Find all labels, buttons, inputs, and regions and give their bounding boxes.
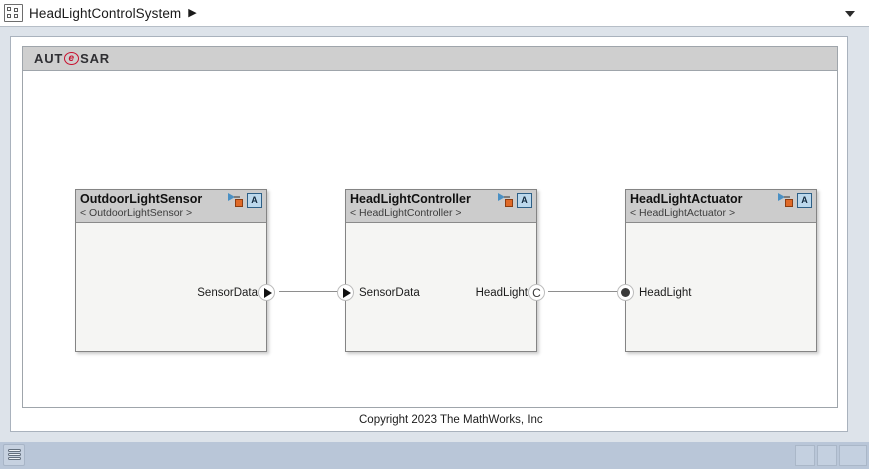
layers-stack-button[interactable]: [3, 444, 25, 466]
model-canvas[interactable]: AUT e SAR OutdoorLightSensor < OutdoorLi…: [10, 36, 848, 432]
component-head-light-actuator[interactable]: HeadLightActuator < HeadLightActuator > …: [617, 189, 817, 352]
port-label: HeadLight: [475, 286, 528, 299]
client-port-icon: C: [528, 284, 545, 301]
copyright-annotation: Copyright 2023 The MathWorks, Inc: [359, 414, 543, 426]
status-bar-cells: [795, 445, 867, 466]
sender-port-icon: [258, 284, 275, 301]
editor-frame: AUT e SAR OutdoorLightSensor < OutdoorLi…: [0, 27, 869, 442]
connection-headlight[interactable]: [548, 291, 618, 292]
port-headlightcontroller-sensordata[interactable]: SensorData: [337, 284, 420, 301]
breadcrumb-model-name[interactable]: HeadLightControlSystem: [29, 5, 182, 21]
breadcrumb-bar: HeadLightControlSystem ▶: [0, 0, 869, 27]
component-title: OutdoorLightSensor: [80, 192, 203, 206]
component-title: HeadLightActuator: [630, 192, 743, 206]
port-outdoorlightsensor-sensordata[interactable]: SensorData: [197, 284, 275, 301]
port-connector-icon: [778, 193, 794, 209]
port-label: HeadLight: [639, 286, 692, 299]
port-headlightcontroller-headlight[interactable]: HeadLight C: [476, 284, 545, 301]
status-bar: [0, 442, 869, 469]
status-cell: [839, 445, 867, 466]
breadcrumb-arrow-icon[interactable]: ▶: [188, 6, 197, 19]
receiver-port-icon: [337, 284, 354, 301]
component-subtitle: < HeadLightController >: [350, 207, 462, 219]
component-head-light-controller[interactable]: HeadLightController < HeadLightControlle…: [337, 189, 545, 352]
autosar-logo-part2: SAR: [80, 51, 110, 66]
component-subtitle: < HeadLightActuator >: [630, 207, 736, 219]
port-label: SensorData: [359, 286, 420, 299]
port-label: SensorData: [197, 286, 258, 299]
autosar-logo: AUT e SAR: [34, 51, 110, 66]
port-connector-icon: [228, 193, 244, 209]
component-subtitle: < OutdoorLightSensor >: [80, 207, 193, 219]
server-port-icon: [617, 284, 634, 301]
autosar-architecture-header: AUT e SAR: [23, 47, 837, 71]
layers-stack-icon: [7, 448, 21, 462]
component-badges: A: [498, 193, 532, 209]
component-header: HeadLightController < HeadLightControlle…: [346, 190, 536, 223]
connection-sensordata[interactable]: [279, 291, 349, 292]
component-badges: A: [778, 193, 812, 209]
component-title: HeadLightController: [350, 192, 471, 206]
autosar-component-icon: A: [797, 193, 812, 208]
component-header: HeadLightActuator < HeadLightActuator > …: [626, 190, 816, 223]
status-cell: [817, 445, 837, 466]
component-outdoor-light-sensor[interactable]: OutdoorLightSensor < OutdoorLightSensor …: [75, 189, 275, 352]
autosar-logo-ring: e: [64, 52, 80, 65]
autosar-architecture-container[interactable]: AUT e SAR OutdoorLightSensor < OutdoorLi…: [22, 46, 838, 426]
chevron-down-icon: [845, 10, 855, 17]
model-block-icon: [4, 4, 23, 22]
autosar-logo-part1: AUT: [34, 51, 64, 66]
autosar-component-icon: A: [247, 193, 262, 208]
autosar-component-icon: A: [517, 193, 532, 208]
status-cell: [795, 445, 815, 466]
component-badges: A: [228, 193, 262, 209]
breadcrumb-dropdown-button[interactable]: [839, 0, 861, 27]
port-connector-icon: [498, 193, 514, 209]
port-headlightactuator-headlight[interactable]: HeadLight: [617, 284, 691, 301]
component-header: OutdoorLightSensor < OutdoorLightSensor …: [76, 190, 266, 223]
